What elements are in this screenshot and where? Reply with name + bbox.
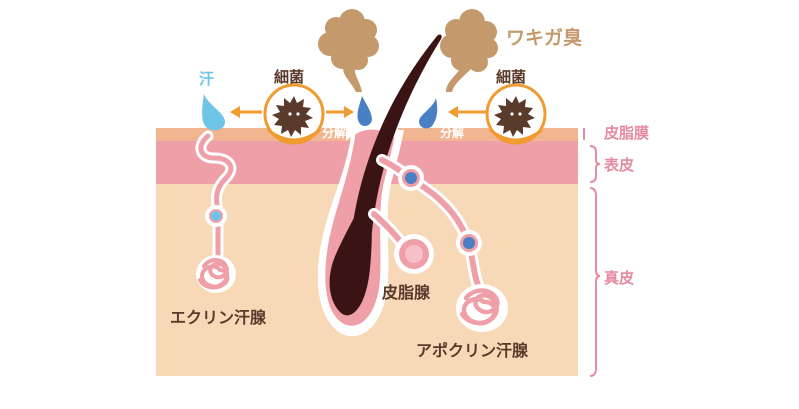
- layer-brackets: [583, 128, 601, 377]
- bacteria-right-icon: [494, 96, 535, 137]
- secretion-drop-left-icon: [357, 96, 372, 126]
- eccrine-gland: [195, 130, 237, 293]
- secretion-dot-lower: [463, 237, 475, 249]
- bacteria-right-label: 細菌: [496, 68, 526, 86]
- dermis-label: 真皮: [604, 269, 634, 287]
- bacteria-left-icon: [272, 96, 313, 137]
- odor-label: ワキガ臭: [506, 26, 582, 49]
- epidermis-label: 表皮: [604, 156, 634, 174]
- sebum-film-label: 皮脂膜: [604, 124, 649, 142]
- odor-cloud-right: [440, 9, 498, 92]
- decompose-bracket-left: [267, 128, 321, 142]
- bacteria-left: [263, 83, 325, 145]
- apocrine-gland: [376, 154, 508, 332]
- sebaceous-gland-label: 皮脂腺: [381, 283, 431, 302]
- decompose-left-label: 分解: [322, 125, 346, 140]
- odor-cloud-left: [318, 9, 379, 92]
- hair-shaft: [352, 34, 442, 232]
- sweat-label: 汗: [199, 70, 214, 88]
- bacteria-left-label: 細菌: [274, 68, 304, 86]
- secretion-drop-right-icon: [419, 98, 438, 129]
- secretion-dot-upper: [405, 172, 417, 184]
- decompose-bracket-right: [489, 128, 543, 142]
- hair-root: [329, 210, 372, 316]
- bacteria-right: [485, 83, 547, 145]
- sweat-droplet-in-duct: [211, 211, 221, 221]
- eccrine-gland-label: エクリン汗腺: [170, 308, 267, 327]
- decompose-right-label: 分解: [440, 125, 464, 140]
- sweat-drop-icon: [202, 94, 226, 131]
- apocrine-gland-label: アポクリン汗腺: [416, 341, 529, 360]
